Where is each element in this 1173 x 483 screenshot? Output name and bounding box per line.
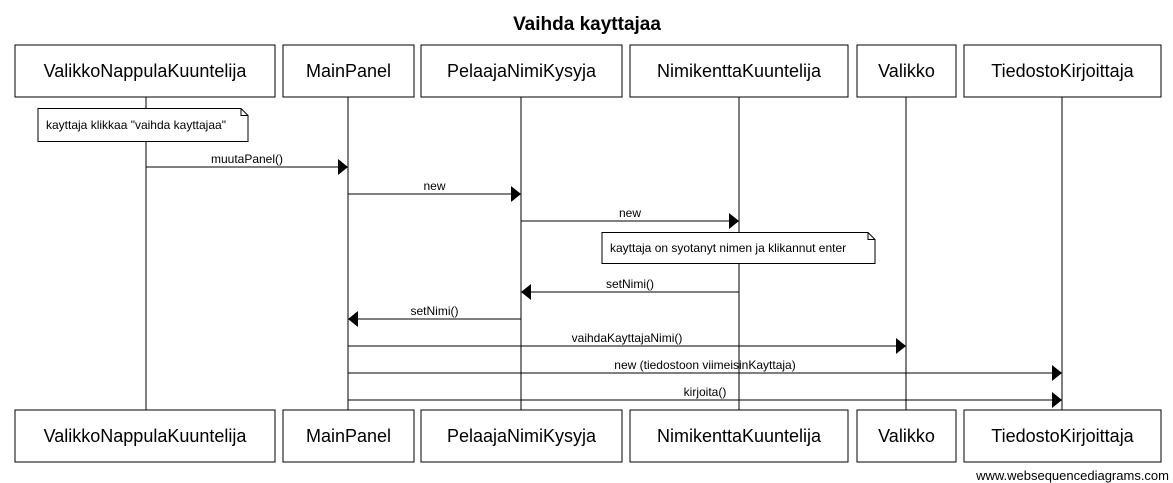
message-label: new <box>619 206 641 220</box>
message: setNimi() <box>521 277 739 300</box>
message: setNimi() <box>348 304 521 327</box>
participant-label: TiedostoKirjoittaja <box>991 61 1134 81</box>
participant-box-bottom-p5: TiedostoKirjoittaja <box>963 409 1162 463</box>
participant-rect <box>963 409 1162 463</box>
arrowhead <box>896 338 906 354</box>
note: kayttaja klikkaa "vaihda kayttajaa" <box>37 108 249 142</box>
participant-box-bottom-p1: MainPanel <box>282 409 415 463</box>
arrowhead <box>511 186 521 202</box>
events: kayttaja klikkaa "vaihda kayttajaa" muuta… <box>37 108 1062 408</box>
message: vaihdaKayttajaNimi() <box>348 331 906 354</box>
participant-rect <box>856 409 957 463</box>
participant-label: NimikenttaKuuntelija <box>657 426 822 446</box>
participant-rect <box>420 44 623 98</box>
participant-box-top-p4: Valikko <box>856 44 957 98</box>
arrowhead <box>1052 392 1062 408</box>
participant-label: MainPanel <box>306 61 391 81</box>
arrowhead <box>521 284 531 300</box>
participant-rect <box>629 44 849 98</box>
participant-label: ValikkoNappulaKuuntelija <box>44 61 248 81</box>
note-text: kayttaja on syotanyt nimen ja klikannut … <box>610 241 846 255</box>
message: kirjoita() <box>348 385 1062 408</box>
message-label: vaihdaKayttajaNimi() <box>572 331 683 345</box>
message: new <box>348 179 521 202</box>
participant-boxes: ValikkoNappulaKuuntelijaValikkoNappulaKu… <box>14 44 1162 463</box>
note-box <box>601 232 876 264</box>
participant-box-bottom-p3: NimikenttaKuuntelija <box>629 409 849 463</box>
note: kayttaja on syotanyt nimen ja klikannut … <box>601 232 876 264</box>
participant-label: MainPanel <box>306 426 391 446</box>
message-label: new (tiedostoon viimeisinKayttaja) <box>614 358 795 372</box>
participant-rect <box>856 44 957 98</box>
participant-label: PelaajaNimiKysyja <box>447 426 597 446</box>
arrowhead <box>348 311 358 327</box>
message: new (tiedostoon viimeisinKayttaja) <box>348 358 1062 381</box>
participant-box-top-p3: NimikenttaKuuntelija <box>629 44 849 98</box>
participant-rect <box>963 44 1162 98</box>
participant-label: TiedostoKirjoittaja <box>991 426 1134 446</box>
message: new <box>521 206 739 229</box>
arrowhead <box>729 213 739 229</box>
lifelines <box>145 97 1063 410</box>
message-label: new <box>423 179 445 193</box>
participant-rect <box>282 409 415 463</box>
note-text: kayttaja klikkaa "vaihda kayttajaa" <box>46 118 226 132</box>
participant-rect <box>420 409 623 463</box>
participant-label: ValikkoNappulaKuuntelija <box>44 426 248 446</box>
participant-rect <box>629 409 849 463</box>
message: muutaPanel() <box>146 152 348 175</box>
note-box <box>37 108 249 142</box>
message-label: muutaPanel() <box>211 152 283 166</box>
note-fold <box>240 108 248 116</box>
message-label: kirjoita() <box>684 385 727 399</box>
watermark: www.websequencediagrams.com <box>975 468 1169 483</box>
participant-label: NimikenttaKuuntelija <box>657 61 822 81</box>
participant-label: PelaajaNimiKysyja <box>447 61 597 81</box>
participant-box-top-p2: PelaajaNimiKysyja <box>420 44 623 98</box>
participant-rect <box>282 44 415 98</box>
diagram-title: Vaihda kayttajaa <box>513 14 661 35</box>
note-fold <box>867 232 875 240</box>
participant-box-bottom-p0: ValikkoNappulaKuuntelija <box>14 409 276 463</box>
arrowhead <box>1052 365 1062 381</box>
participant-label: Valikko <box>878 426 935 446</box>
participant-rect <box>14 409 276 463</box>
message-label: setNimi() <box>606 277 654 291</box>
participant-label: Valikko <box>878 61 935 81</box>
participant-rect <box>14 44 276 98</box>
arrowhead <box>338 159 348 175</box>
participant-box-bottom-p4: Valikko <box>856 409 957 463</box>
message-label: setNimi() <box>411 304 459 318</box>
participant-box-bottom-p2: PelaajaNimiKysyja <box>420 409 623 463</box>
participant-box-top-p0: ValikkoNappulaKuuntelija <box>14 44 276 98</box>
participant-box-top-p5: TiedostoKirjoittaja <box>963 44 1162 98</box>
participant-box-top-p1: MainPanel <box>282 44 415 98</box>
